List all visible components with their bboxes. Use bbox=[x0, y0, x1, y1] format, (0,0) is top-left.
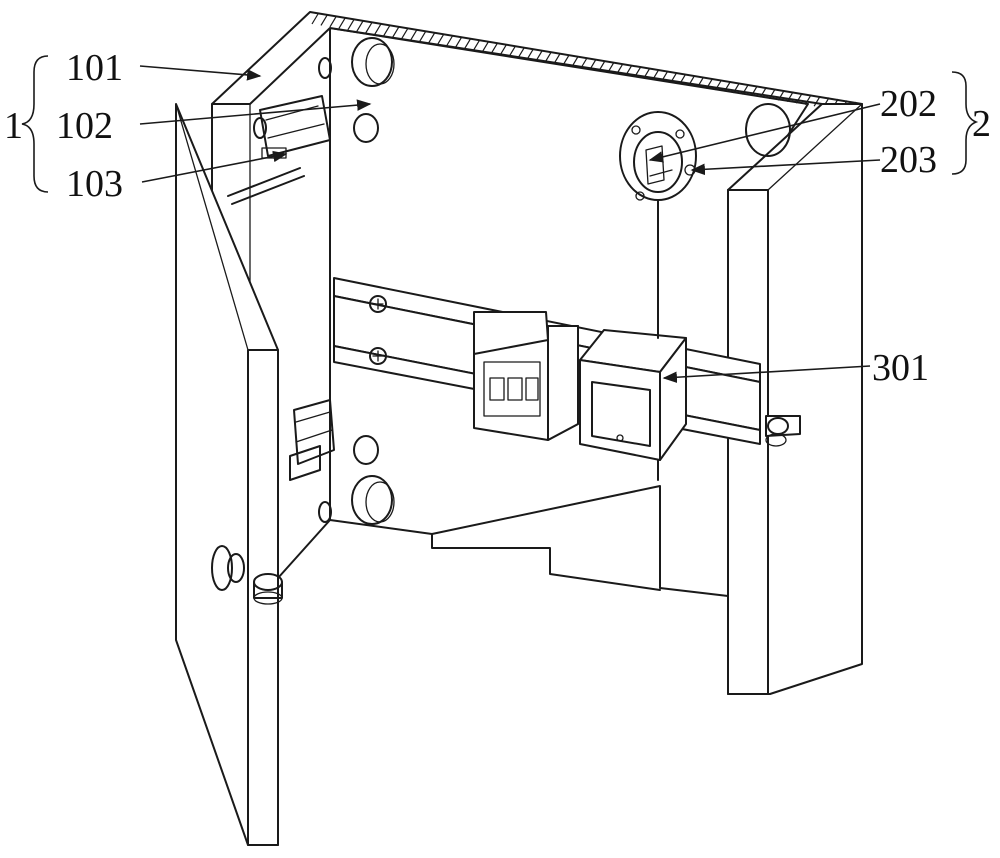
label-braces bbox=[21, 55, 979, 193]
hatch-stroke bbox=[392, 26, 400, 38]
hatch-stroke bbox=[652, 69, 660, 81]
hatch-stroke bbox=[311, 13, 319, 25]
hatch-stroke bbox=[634, 66, 642, 78]
label-103: 103 bbox=[66, 163, 123, 205]
hatch-stroke bbox=[679, 73, 687, 85]
hatch-stroke bbox=[661, 70, 669, 82]
leader-lines bbox=[139, 65, 881, 383]
hatch-stroke bbox=[428, 32, 436, 44]
hatch-stroke bbox=[356, 21, 364, 32]
rail-screw-upper bbox=[369, 295, 387, 313]
hatch-stroke bbox=[697, 76, 705, 88]
hatch-stroke bbox=[714, 79, 723, 91]
meter-box bbox=[579, 329, 687, 481]
hatch-stroke bbox=[463, 38, 471, 50]
hatch-stroke bbox=[723, 81, 731, 92]
hatch-stroke bbox=[526, 48, 534, 60]
breaker-box bbox=[473, 311, 579, 441]
label-203: 203 bbox=[880, 139, 937, 181]
hatch-stroke bbox=[571, 56, 579, 67]
hatch-stroke bbox=[481, 41, 489, 53]
label-301: 301 bbox=[872, 347, 929, 389]
hatch-stroke bbox=[580, 57, 588, 69]
hatch-stroke bbox=[777, 89, 785, 101]
hatch-stroke bbox=[589, 59, 597, 70]
hatch-stroke bbox=[544, 51, 552, 63]
cabinet-body bbox=[211, 11, 863, 695]
hatch-stroke bbox=[383, 25, 391, 37]
hatch-stroke bbox=[338, 18, 346, 29]
hatch-stroke bbox=[616, 63, 624, 75]
hatch-stroke bbox=[804, 94, 812, 105]
hatch-stroke bbox=[445, 35, 454, 47]
hatch-stroke bbox=[490, 43, 498, 54]
hatch-stroke bbox=[437, 34, 445, 45]
label-202: 202 bbox=[880, 83, 937, 125]
rail-screw-lower bbox=[369, 347, 387, 365]
label-group-2: 2 bbox=[972, 103, 991, 145]
hatch-stroke bbox=[329, 16, 337, 28]
hatch-stroke bbox=[562, 54, 570, 66]
hatch-stroke bbox=[643, 67, 651, 79]
hatch-stroke bbox=[553, 53, 561, 64]
hatch-stroke bbox=[374, 23, 382, 35]
hatch-stroke bbox=[347, 19, 355, 31]
hatch-stroke bbox=[688, 75, 696, 86]
hatch-stroke bbox=[410, 29, 418, 41]
hatch-stroke bbox=[625, 65, 633, 76]
top-wall-hatch bbox=[311, 13, 857, 113]
hatch-stroke bbox=[607, 62, 615, 73]
hatch-stroke bbox=[732, 82, 740, 94]
hatch-stroke bbox=[741, 84, 749, 95]
hatch-stroke bbox=[759, 87, 767, 98]
hatch-stroke bbox=[706, 78, 714, 89]
fan-assembly bbox=[619, 111, 697, 339]
hatch-stroke bbox=[365, 22, 373, 34]
hatch-stroke bbox=[499, 44, 507, 56]
hatch-stroke bbox=[768, 88, 776, 100]
hatch-stroke bbox=[454, 37, 462, 48]
hatch-stroke bbox=[401, 28, 409, 39]
hatch-stroke bbox=[795, 92, 803, 104]
hatch-stroke bbox=[750, 85, 758, 97]
hatch-stroke bbox=[786, 91, 794, 103]
hatch-stroke bbox=[508, 45, 516, 57]
hatch-stroke bbox=[670, 72, 678, 83]
label-102: 102 bbox=[56, 105, 113, 147]
label-101: 101 bbox=[66, 47, 123, 89]
hatch-stroke bbox=[598, 60, 606, 72]
hatch-stroke bbox=[535, 50, 543, 61]
hatch-stroke bbox=[419, 31, 427, 42]
label-group-1: 1 bbox=[4, 105, 23, 147]
mounting-holes bbox=[253, 37, 791, 525]
hatch-stroke bbox=[320, 15, 328, 26]
hatch-stroke bbox=[813, 95, 821, 107]
cabinet-door bbox=[175, 103, 283, 846]
latch-bracket bbox=[765, 415, 801, 447]
hatch-stroke bbox=[517, 47, 525, 59]
hatch-stroke bbox=[472, 40, 480, 51]
